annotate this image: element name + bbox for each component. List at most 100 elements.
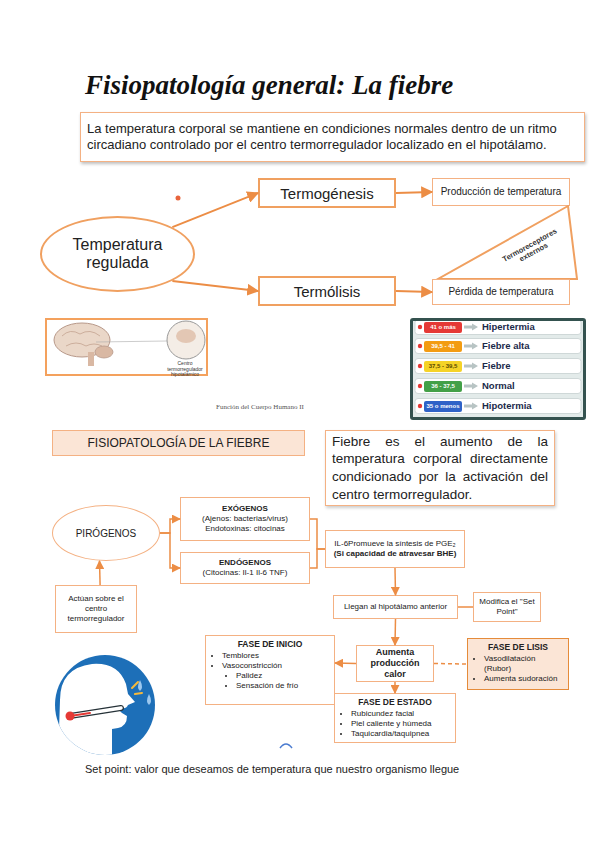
connector — [394, 682, 396, 693]
connector — [396, 291, 432, 292]
row-dot — [418, 384, 422, 388]
node-text: Producción de temperatura — [441, 186, 562, 199]
node-text: Pérdida de temperatura — [448, 286, 553, 299]
badge-text: 41 o más — [430, 324, 456, 330]
thermometer-glass — [70, 708, 121, 716]
process-box: FISIOPATOLOGÍA DE LA FIEBRE — [52, 430, 305, 456]
process-box: EXÓGENOS(Ajenos: bacterias/virus)Endotox… — [180, 497, 310, 541]
arc-mark — [280, 744, 292, 748]
row-label: Hipotermia — [482, 400, 532, 412]
range-badge: 39,5 - 41 — [424, 341, 462, 352]
node-text: Modifica el "Set Point" — [478, 597, 536, 617]
process-box: Llegan al hipotálamo anterior — [333, 595, 458, 619]
list-item: Palidez — [236, 671, 330, 681]
leader-line — [96, 341, 167, 342]
connector — [458, 606, 473, 608]
range-badge: 41 o más — [424, 322, 462, 333]
ellipse-node: Temperatura regulada — [40, 216, 195, 292]
badge-text: 35 o menos — [426, 403, 459, 409]
bullet-list: Rubicundez facialPiel caliente y húmedaT… — [339, 709, 451, 739]
node-text: Aumenta producción calor — [361, 647, 429, 681]
list-item: Rubicundez facial — [351, 709, 451, 719]
connector — [310, 549, 325, 568]
icon-figure — [58, 664, 151, 760]
row-bar — [415, 339, 581, 354]
row-dot — [418, 404, 422, 408]
node-text: EXÓGENOS — [222, 504, 268, 514]
thermometer-body — [70, 708, 121, 716]
node-text: Endotoxinas: citocinas — [205, 524, 285, 534]
node-text: Fiebre es el aumento de la temperatura c… — [332, 433, 548, 503]
connector — [335, 662, 356, 664]
row-label: Fiebre alta — [482, 340, 530, 352]
caption: Set point: valor que deseamos de tempera… — [85, 763, 459, 775]
node-text: (Ajenos: bacterias/virus) — [202, 514, 288, 524]
row-dot — [418, 344, 422, 348]
range-badge: 35 o menos — [424, 401, 462, 412]
connector — [310, 519, 325, 549]
row-arrow — [464, 363, 478, 370]
list-item: Aumenta sudoración — [484, 674, 564, 684]
box-heading: FASE DE LISIS — [472, 642, 564, 653]
bullet-list: Vasodilatación (Rubor)Aumenta sudoración — [472, 654, 564, 684]
ellipse-node: PIRÓGENOS — [52, 505, 160, 561]
row-bar — [415, 320, 581, 335]
list-item: Vasoconstricción — [222, 661, 330, 671]
box-heading: FASE DE INICIO — [210, 639, 330, 650]
process-box: Fiebre es el aumento de la temperatura c… — [325, 430, 555, 506]
node-text: La temperatura corporal se mantiene en c… — [87, 121, 578, 154]
list-item: Temblores — [222, 651, 330, 661]
cerebellum-shape — [95, 346, 113, 358]
node-text: Termólisis — [294, 283, 361, 300]
heat-mark — [135, 693, 142, 694]
row-label: Fiebre — [482, 360, 511, 372]
dot-mark — [176, 196, 181, 201]
badge-text: 37,5 - 39,5 — [429, 363, 458, 369]
connector — [99, 561, 101, 585]
process-box: Producción de temperatura — [432, 178, 570, 206]
process-box: IL-6Promueve la síntesis de PGE₂(Si capa… — [325, 530, 465, 568]
row-dot — [418, 325, 422, 329]
title: Fisiopatología general: La fiebre — [85, 70, 453, 101]
node-text: PIRÓGENOS — [76, 528, 137, 539]
process-box: Aumenta producción calor — [356, 645, 434, 682]
node-text: Llegan al hipotálamo anterior — [344, 602, 447, 612]
image-label: Centro termorregulador hipotalámico — [163, 361, 207, 378]
row-arrow — [464, 324, 478, 331]
row-arrow — [464, 403, 478, 410]
thermometer-bulb — [66, 712, 75, 721]
image-box: Centro termorregulador hipotalámico — [45, 318, 208, 376]
row-label: Normal — [482, 380, 515, 392]
list-item: Piel caliente y húmeda — [351, 719, 451, 729]
brain-illustration — [54, 321, 205, 366]
triangle-node: Termoreceptores externos — [432, 205, 578, 281]
heat-mark — [132, 682, 138, 688]
node-text: IL-6Promueve la síntesis de PGE₂ — [334, 539, 455, 549]
brain-folds — [62, 331, 102, 346]
head-profile — [58, 664, 135, 760]
phase-box: FASE DE LISISVasodilatación (Rubor)Aumen… — [467, 638, 569, 690]
process-box: Actúan sobre el centro termorregulador — [55, 585, 137, 633]
node-text: (Si capacidad de atravesar BHE) — [334, 549, 457, 559]
node-text: ENDÓGENOS — [219, 558, 271, 568]
range-badge: 37,5 - 39,5 — [424, 361, 462, 372]
panel-fill — [413, 321, 583, 417]
sweat-drop — [147, 694, 151, 705]
connector — [394, 619, 396, 645]
node-text: Temperatura regulada — [64, 236, 171, 272]
triangle-shape — [438, 206, 577, 279]
list-item: Taquicardia/taquipnea — [351, 729, 451, 739]
process-box: Modifica el "Set Point" — [473, 592, 541, 622]
badge-text: 39,5 - 41 — [431, 343, 455, 349]
row-label: Hipertermia — [482, 321, 535, 333]
connector — [434, 663, 467, 665]
node-text: (Citocinas: Il-1 Il-6 TNF) — [203, 568, 288, 578]
row-bar — [415, 399, 581, 414]
zoom-circle — [167, 321, 205, 359]
process-box: Termólisis — [258, 276, 396, 306]
box-heading: FASE DE ESTADO — [339, 697, 451, 708]
connector — [160, 533, 180, 568]
row-dot — [418, 364, 422, 368]
